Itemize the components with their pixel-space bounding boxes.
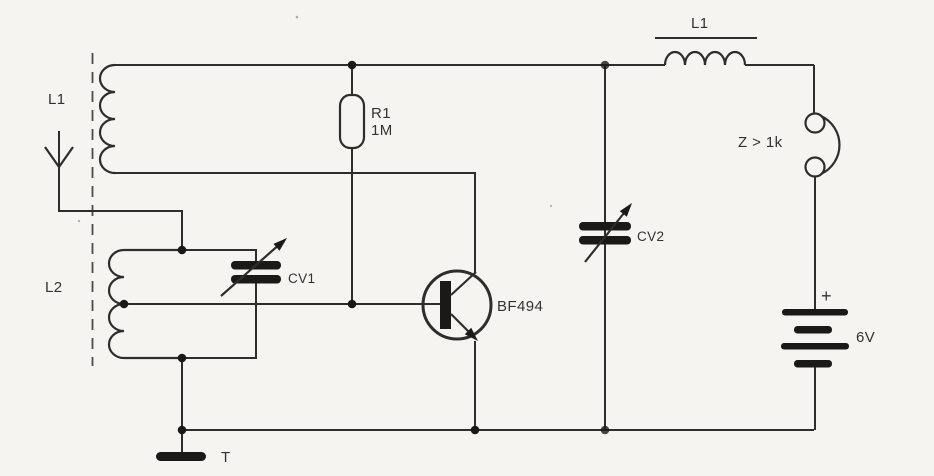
wires [58, 64, 816, 452]
tuning-capacitor-cv1: CV1 [220, 238, 315, 297]
junction-dot [600, 60, 610, 70]
battery-plate-short-1-icon [794, 326, 832, 334]
cv1-arrowhead-icon [273, 238, 287, 251]
junction-dot [347, 60, 357, 70]
transistor-label: BF494 [497, 298, 543, 315]
antenna-arrow-icon [44, 146, 74, 169]
cv1-arrow-icon [220, 242, 282, 297]
junction-dot [177, 353, 187, 363]
transistor-collector-icon [450, 271, 477, 296]
battery-plate-long-1-icon [782, 309, 848, 316]
earphone: Z > 1k [738, 112, 841, 178]
resistor-ref-label: R1 [371, 105, 391, 122]
earphone-top-circle-icon [804, 112, 826, 134]
antenna-symbol [44, 146, 74, 169]
junction-dot [470, 425, 480, 435]
transistor-emitter-arrow-icon [464, 327, 478, 341]
battery-plus-label: + [821, 286, 832, 306]
ground-terminal: T [156, 449, 231, 466]
cv2-bottom-plate-icon [579, 236, 631, 245]
paper-speck [549, 204, 553, 208]
tuning-cap-branch-wire [182, 249, 257, 359]
resistor-body-icon [338, 93, 366, 150]
junction-dots [119, 60, 610, 435]
junction-dot [177, 245, 187, 255]
resistor-r1: R1 1M [338, 93, 393, 150]
paper-speck [295, 15, 299, 19]
ground-label: T [221, 449, 231, 466]
choke-coil-icon [663, 50, 747, 66]
junction-dot [600, 425, 610, 435]
cv1-label: CV1 [288, 271, 315, 286]
earphone-band-icon [820, 115, 841, 175]
paper-speck [77, 219, 81, 223]
earphone-bottom-circle-icon [804, 156, 826, 178]
battery: + 6V [781, 286, 875, 368]
ground-bar-icon [156, 452, 206, 461]
choke-coil-label: L1 [691, 15, 709, 32]
junction-dot [119, 299, 129, 309]
paper-specks [77, 15, 553, 223]
feedback-coil: L1 [48, 63, 116, 175]
tank-coil-label: L2 [45, 279, 63, 296]
feedback-coil-icon [98, 63, 116, 175]
earphone-impedance-label: Z > 1k [738, 134, 783, 151]
battery-plate-short-2-icon [794, 360, 832, 368]
junction-dot [347, 299, 357, 309]
battery-voltage-label: 6V [856, 329, 875, 346]
transistor-emitter-icon [450, 313, 472, 335]
transistor-circle-icon [421, 269, 493, 341]
choke-coil: L1 [655, 15, 757, 66]
battery-plate-long-2-icon [781, 343, 849, 350]
antenna-lead-wire [58, 131, 183, 250]
cv2-top-plate-icon [579, 222, 631, 231]
transistor-bf494: BF494 [421, 269, 543, 341]
cv2-arrow-icon [584, 207, 629, 263]
feedback-coil-label: L1 [48, 91, 66, 108]
junction-dot [177, 425, 187, 435]
transistor-base-bar-icon [440, 281, 451, 329]
resistor-value-label: 1M [371, 122, 393, 139]
cv2-label: CV2 [637, 229, 664, 244]
feedback-coil-to-collector-wire [115, 172, 476, 273]
regeneration-capacitor-cv2: CV2 [579, 203, 664, 263]
cv2-arrowhead-icon [619, 203, 632, 217]
